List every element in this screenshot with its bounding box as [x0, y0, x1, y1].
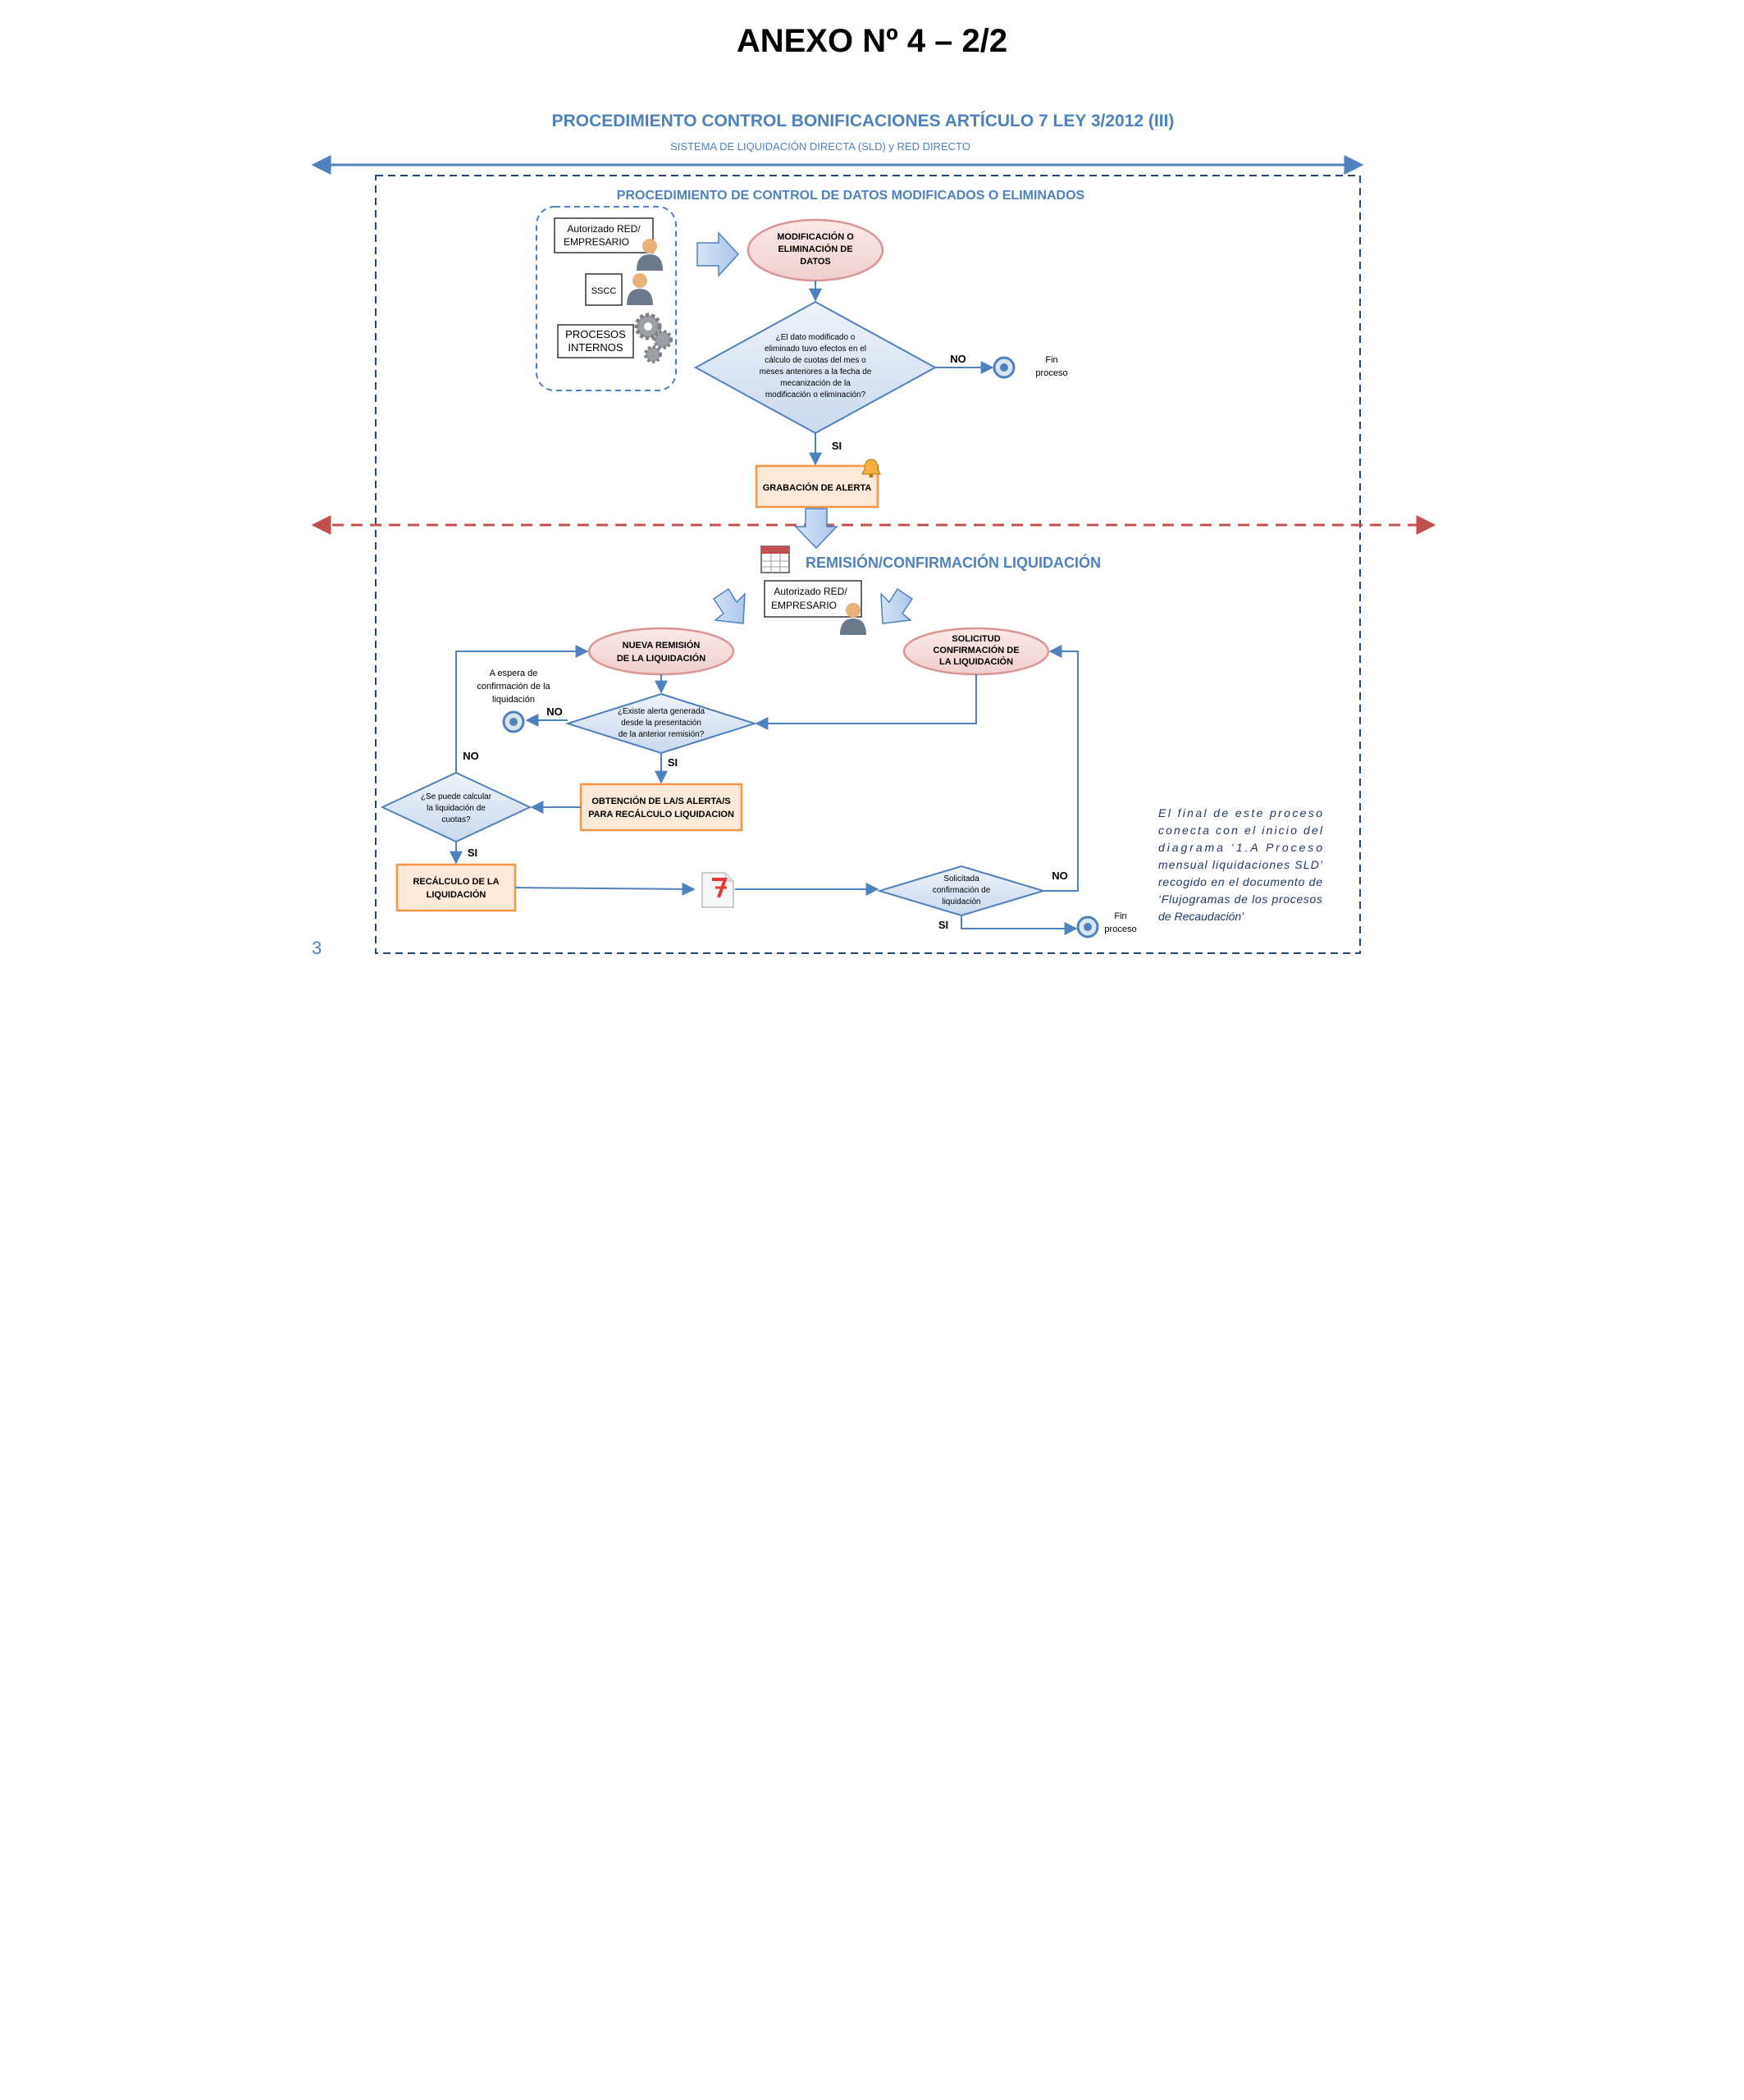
end-event-icon [502, 710, 525, 733]
diagram-title: PROCEDIMIENTO CONTROL BONIFICACIONES ART… [552, 112, 1175, 130]
decision2-line: de la anterior remisión? [619, 730, 705, 739]
solicitud-line2: CONFIRMACIÓN DE [933, 645, 1019, 655]
actor-red-label1: Autorizado RED/ [567, 223, 641, 235]
decision1-line: modificación o eliminación? [765, 390, 866, 399]
flow-block-arrow [794, 508, 838, 550]
section1-title: PROCEDIMIENTO DE CONTROL DE DATOS MODIFI… [617, 189, 1085, 203]
decision2-line: desde la presentación [621, 719, 701, 728]
obtencion-line1: OBTENCIÓN DE LA/S ALERTA/S [591, 796, 730, 806]
note-line: diagrama ‘1.A Proceso [1158, 841, 1322, 854]
decision1-line: eliminado tuvo efectos en el [765, 345, 866, 354]
decision1-line: meses anteriores a la fecha de [760, 368, 872, 377]
recalculo-line1: RECÁLCULO DE LA [413, 876, 499, 887]
process-frame [375, 175, 1361, 954]
task-grabacion-alerta [755, 464, 879, 509]
connector [755, 674, 977, 730]
page-title: ANEXO Nº 4 – 2/2 [736, 23, 1008, 59]
espera-line1: A espera de [490, 669, 538, 678]
obtencion-line2: PARA RECÁLCULO LIQUIDACION [588, 809, 734, 819]
start-line1: MODIFICACIÓN O [777, 231, 854, 242]
end2-label2: proceso [1104, 924, 1136, 934]
label-si: SI [938, 919, 948, 931]
connector-no [1043, 645, 1079, 892]
nueva-line1: NUEVA REMISIÓN [623, 640, 701, 651]
recalculo-line2: LIQUIDACIÓN [427, 889, 486, 900]
note-line: mensual liquidaciones SLD’ [1158, 858, 1323, 871]
solicitud-line1: SOLICITUD [952, 634, 1000, 644]
actor-box-red [554, 217, 654, 253]
label-no: NO [463, 750, 479, 762]
bell-icon [861, 459, 881, 478]
label-no: NO [546, 705, 563, 718]
espera-line3: liquidación [492, 695, 535, 705]
decision3-line: ¿Se puede calcular [421, 792, 492, 801]
start-line2: ELIMINACIÓN DE [778, 244, 852, 254]
decision1-line: mecanización de la [780, 379, 851, 388]
actor-box-sscc [585, 273, 623, 306]
end-event-icon [993, 356, 1016, 379]
person-icon [840, 603, 866, 635]
note-line: ‘Flujogramas de los procesos [1158, 892, 1322, 906]
actor2-label2: EMPRESARIO [771, 600, 837, 611]
flow-block-arrow [712, 587, 746, 624]
actor-red-label2: EMPRESARIO [564, 236, 629, 248]
actor2-label1: Autorizado RED/ [774, 586, 847, 597]
note-text: El final de este proceso conecta con el … [1158, 806, 1323, 923]
section2-title: REMISIÓN/CONFIRMACIÓN LIQUIDACIÓN [806, 554, 1101, 571]
note-line: El final de este proceso [1158, 806, 1322, 819]
label-si: SI [668, 756, 678, 769]
label-si: SI [832, 440, 842, 452]
connector [514, 882, 696, 896]
end-label1: Fin [1045, 355, 1057, 365]
label-no: NO [950, 353, 966, 365]
flow-block-arrow [880, 587, 914, 624]
actor-procesos-label2: INTERNOS [568, 341, 623, 354]
decision3-line: la liquidación de [427, 804, 486, 813]
calendar-icon [760, 546, 790, 573]
actors-group [536, 206, 677, 391]
note-line: conecta con el inicio del [1158, 824, 1323, 837]
decision4-line: Solicitada [943, 874, 979, 883]
person-icon [637, 239, 663, 271]
decision4-line: liquidación [942, 897, 980, 906]
actor-box-red-2 [764, 580, 862, 618]
decision2-line: ¿Existe alerta generada [618, 707, 705, 716]
end2-label1: Fin [1114, 911, 1126, 921]
note-line: recogido en el documento de [1158, 875, 1322, 888]
flow-block-arrow [696, 231, 740, 277]
decision3-line: cuotas? [441, 815, 470, 824]
actor-procesos-label1: PROCESOS [565, 328, 626, 340]
page-number: 3 [312, 938, 322, 958]
end-label2: proceso [1035, 368, 1067, 378]
gears-icon [634, 313, 673, 363]
start-line3: DATOS [800, 257, 831, 267]
person-icon [627, 273, 653, 305]
event-nueva-remision [587, 627, 735, 676]
alert-task-label: GRABACIÓN DE ALERTA [763, 482, 872, 493]
pdf-document-icon [701, 872, 734, 908]
connector-no [455, 645, 589, 773]
actor-sscc-label: SSCC [591, 286, 617, 296]
label-no: NO [1052, 870, 1068, 882]
decision1-line: cálculo de cuotas del mes o [765, 356, 866, 365]
decision4-line: confirmación de [933, 886, 991, 895]
task-obtencion-alertas [579, 783, 743, 832]
connector-si [961, 915, 1078, 935]
label-si: SI [468, 847, 477, 859]
note-line: de Recaudación’ [1158, 910, 1244, 923]
espera-line2: confirmación de la [477, 682, 550, 692]
nueva-line2: DE LA LIQUIDACIÓN [617, 653, 705, 664]
decision1-line: ¿El dato modificado o [776, 333, 856, 342]
end-event-icon [1076, 915, 1099, 938]
diagram-subtitle: SISTEMA DE LIQUIDACIÓN DIRECTA (SLD) y R… [670, 140, 970, 153]
solicitud-line3: LA LIQUIDACIÓN [939, 656, 1013, 667]
task-recalculo [395, 863, 517, 912]
actor-box-procesos [557, 324, 634, 358]
